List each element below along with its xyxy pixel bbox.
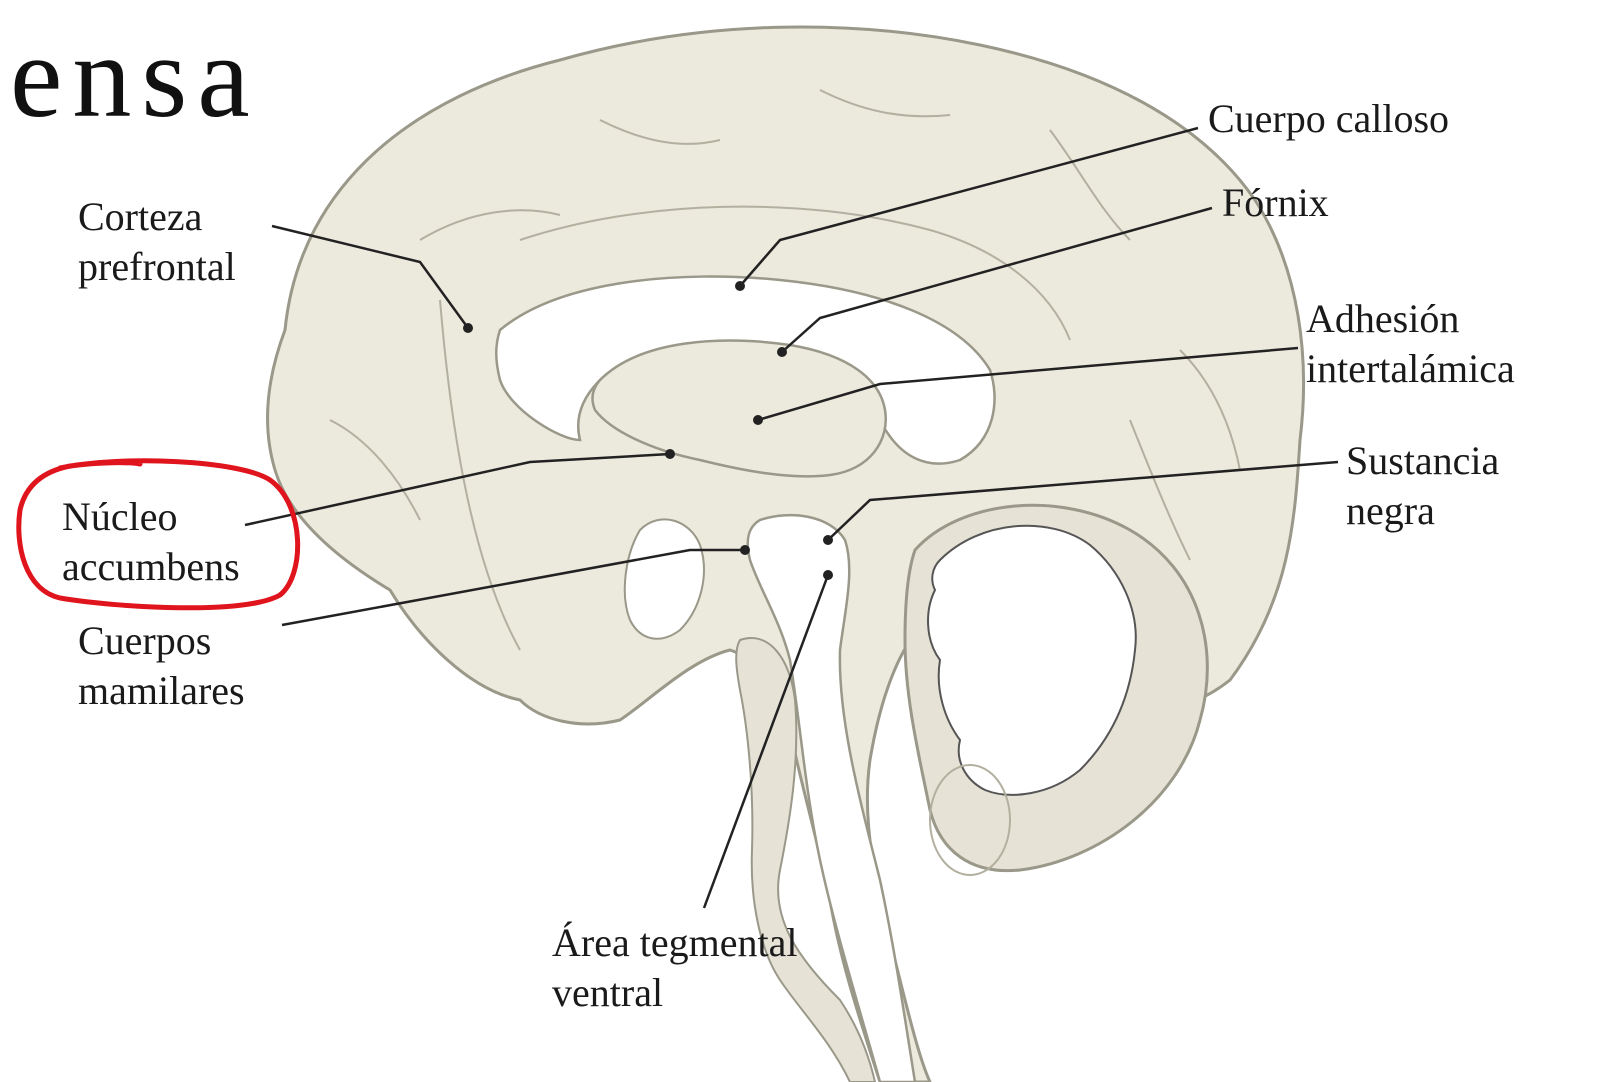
label-line: Sustancia	[1346, 436, 1499, 486]
leader-fornix	[782, 208, 1212, 352]
label-adhesion-intertalamica: Adhesión intertalámica	[1306, 294, 1515, 394]
label-nucleo-accumbens: Núcleo accumbens	[62, 492, 240, 592]
label-line: Núcleo	[62, 492, 240, 542]
page-fragment-text: ensa	[10, 18, 260, 136]
label-fornix: Fórnix	[1222, 178, 1329, 228]
label-line: ventral	[552, 968, 797, 1018]
point-cuerpos-mamilares	[740, 545, 750, 555]
label-line: mamilares	[78, 666, 245, 716]
label-line: Cuerpos	[78, 616, 245, 666]
leader-cuerpo-calloso	[740, 128, 1198, 286]
leader-adhesion-intertalamica	[758, 348, 1298, 420]
label-line: intertalámica	[1306, 344, 1515, 394]
point-fornix	[777, 347, 787, 357]
point-nucleo-accumbens	[665, 449, 675, 459]
label-line: Corteza	[78, 192, 236, 242]
point-area-tegmental-ventral	[823, 570, 833, 580]
point-cuerpo-calloso	[735, 281, 745, 291]
leader-sustancia-negra	[828, 462, 1338, 540]
leader-area-tegmental-ventral	[704, 575, 828, 908]
leader-corteza-prefrontal	[272, 226, 468, 328]
label-line: Cuerpo calloso	[1208, 94, 1449, 144]
label-line: Adhesión	[1306, 294, 1515, 344]
leader-nucleo-accumbens	[245, 454, 670, 525]
label-line: Fórnix	[1222, 178, 1329, 228]
point-corteza-prefrontal	[463, 323, 473, 333]
label-cuerpo-calloso: Cuerpo calloso	[1208, 94, 1449, 144]
point-sustancia-negra	[823, 535, 833, 545]
label-line: accumbens	[62, 542, 240, 592]
label-line: Área tegmental	[552, 918, 797, 968]
leader-cuerpos-mamilares	[282, 550, 745, 625]
label-line: prefrontal	[78, 242, 236, 292]
label-line: negra	[1346, 486, 1499, 536]
label-area-tegmental-ventral: Área tegmental ventral	[552, 918, 797, 1018]
label-sustancia-negra: Sustancia negra	[1346, 436, 1499, 536]
point-adhesion-intertalamica	[753, 415, 763, 425]
label-corteza-prefrontal: Corteza prefrontal	[78, 192, 236, 292]
label-cuerpos-mamilares: Cuerpos mamilares	[78, 616, 245, 716]
